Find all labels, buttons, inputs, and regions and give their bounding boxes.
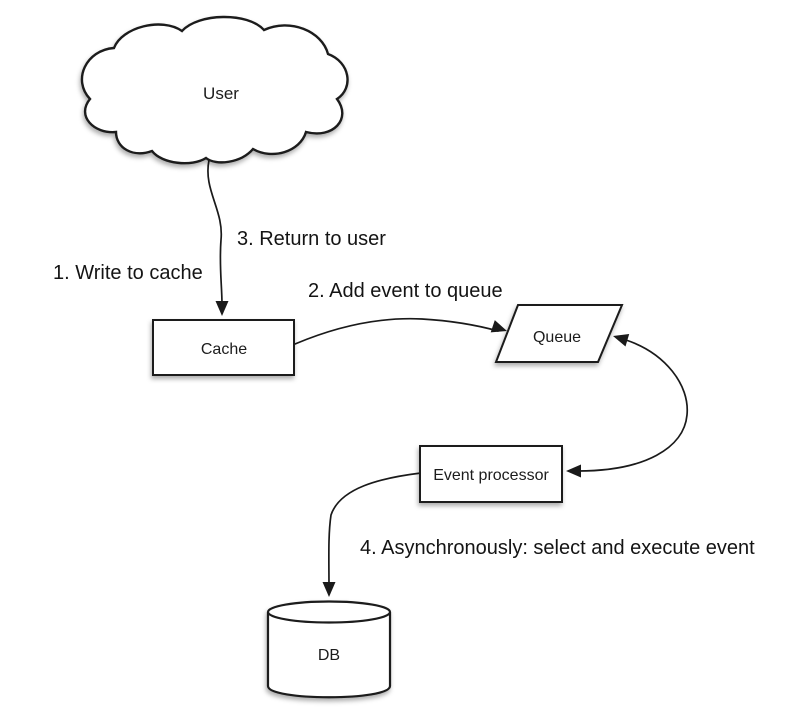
event-processor-box bbox=[419, 445, 563, 503]
arrow-user-to-cache bbox=[207, 159, 223, 306]
diagram-edges bbox=[207, 159, 688, 597]
step4-label: 4. Asynchronously: select and execute ev… bbox=[360, 537, 755, 559]
arrowhead-into-queue-right-icon bbox=[613, 334, 630, 347]
user-cloud-shape bbox=[80, 15, 349, 165]
db-cylinder bbox=[266, 600, 392, 699]
diagram-nodes bbox=[80, 15, 624, 699]
arrowhead-into-cache-icon bbox=[215, 301, 229, 316]
arrowhead-into-db-icon bbox=[322, 582, 336, 597]
db-node-label: DB bbox=[318, 647, 340, 664]
step2-label: 2. Add event to queue bbox=[308, 280, 503, 302]
queue-parallelogram bbox=[494, 304, 624, 363]
db-cylinder-top bbox=[266, 600, 392, 624]
db-cylinder-body bbox=[266, 612, 392, 699]
step1-label: 1. Write to cache bbox=[53, 262, 203, 284]
cache-box bbox=[152, 319, 295, 376]
arrowhead-into-event-processor-icon bbox=[566, 464, 581, 478]
arrow-queue-event-processor bbox=[577, 339, 688, 472]
cache-node-label: Cache bbox=[201, 341, 247, 358]
arrow-cache-to-queue bbox=[294, 317, 499, 345]
user-node-label: User bbox=[203, 84, 239, 103]
event-processor-node-label: Event processor bbox=[433, 467, 549, 484]
arrowhead-into-queue-left-icon bbox=[490, 320, 507, 333]
step3-label: 3. Return to user bbox=[237, 228, 386, 250]
queue-node-label: Queue bbox=[533, 329, 581, 346]
diagram-labels: User Cache Queue Event processor DB 1. W… bbox=[53, 84, 755, 664]
arrow-event-processor-to-db bbox=[327, 472, 422, 589]
